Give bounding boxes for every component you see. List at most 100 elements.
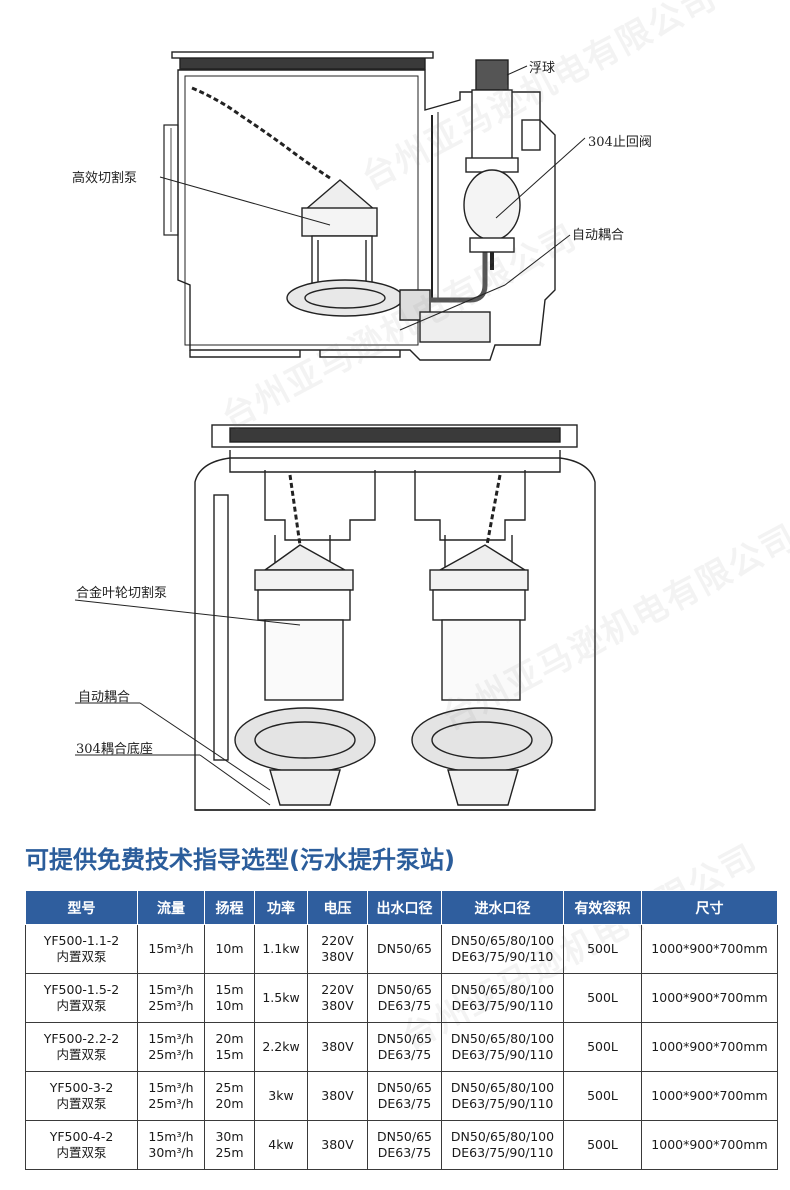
cell-outlet-line: DE63/75: [377, 1047, 432, 1062]
section-title: 可提供免费技术指导选型(污水提升泵站): [25, 846, 455, 874]
cell-flow-line: 25m³/h: [148, 1096, 194, 1111]
cell-inlet-line: DN50/65/80/100: [450, 982, 555, 997]
cell-model-line: 内置双泵: [56, 998, 107, 1013]
cell-flow-line: 15m³/h: [148, 1031, 194, 1046]
table-header-row: 型号 流量 扬程 功率 电压 出水口径 进水口径 有效容积 尺寸: [25, 890, 778, 925]
cell-voltage: 380V: [307, 1120, 368, 1170]
cutting-pump-label: 高效切割泵: [72, 171, 138, 186]
cell-outlet-line: DN50/65: [377, 1129, 432, 1144]
cell-power: 2.2kw: [254, 1022, 308, 1072]
cell-outlet: DN50/65: [367, 924, 442, 974]
cell-outlet-line: DE63/75: [377, 1145, 432, 1160]
header-voltage: 电压: [307, 890, 368, 925]
cell-head-line: 15m: [215, 1047, 244, 1062]
cell-inlet-line: DN50/65/80/100: [450, 1080, 555, 1095]
cell-head-line: 15m: [215, 982, 244, 997]
cell-outlet-line: DN50/65: [377, 941, 432, 956]
cell-size: 1000*900*700mm: [641, 1022, 778, 1072]
cell-flow: 15m³/h: [137, 924, 205, 974]
cell-voltage-line: 220V: [321, 933, 354, 948]
single-pump-station-drawing: [159, 51, 586, 361]
single-pump-station-diagram: 浮球 304止回阀 高效切割泵 自动耦合: [0, 0, 790, 410]
cell-outlet-line: DN50/65: [377, 1031, 432, 1046]
cell-volume: 500L: [563, 1120, 642, 1170]
cell-head-line: 25m: [215, 1080, 244, 1095]
header-flow: 流量: [137, 890, 205, 925]
cell-voltage-line: 380V: [321, 1088, 354, 1103]
cell-volume: 500L: [563, 1071, 642, 1121]
cell-head-line: 10m: [215, 998, 244, 1013]
cell-model-line: 内置双泵: [56, 949, 107, 964]
cell-size: 1000*900*700mm: [641, 1120, 778, 1170]
cell-size: 1000*900*700mm: [641, 973, 778, 1023]
cell-volume: 500L: [563, 1022, 642, 1072]
cell-head: 10m: [204, 924, 255, 974]
cell-outlet-line: DE63/75: [377, 998, 432, 1013]
cell-model-line: YF500-3-2: [49, 1080, 114, 1095]
cell-flow-line: 15m³/h: [148, 982, 194, 997]
cell-flow-line: 15m³/h: [148, 1129, 194, 1144]
cell-head-line: 20m: [215, 1031, 244, 1046]
cell-head-line: 20m: [215, 1096, 244, 1111]
cell-inlet-line: DE63/75/90/110: [451, 998, 554, 1013]
cell-model-line: YF500-2.2-2: [43, 1031, 120, 1046]
header-outlet: 出水口径: [367, 890, 442, 925]
cell-inlet-line: DE63/75/90/110: [451, 949, 554, 964]
cell-model-line: 内置双泵: [56, 1145, 107, 1160]
header-power: 功率: [254, 890, 308, 925]
header-head: 扬程: [204, 890, 255, 925]
cell-head-line: 10m: [215, 941, 244, 956]
auto-coupling-label-2: 自动耦合: [78, 690, 131, 705]
check-valve-label: 304止回阀: [588, 135, 652, 150]
cell-power: 3kw: [254, 1071, 308, 1121]
header-inlet: 进水口径: [441, 890, 564, 925]
cell-inlet-line: DN50/65/80/100: [450, 1031, 555, 1046]
cell-power: 4kw: [254, 1120, 308, 1170]
cell-power: 1.1kw: [254, 924, 308, 974]
cell-model-line: 内置双泵: [56, 1096, 107, 1111]
cell-volume: 500L: [563, 924, 642, 974]
cell-power: 1.5kw: [254, 973, 308, 1023]
cell-inlet-line: DE63/75/90/110: [451, 1047, 554, 1062]
cell-head-line: 25m: [215, 1145, 244, 1160]
cell-flow-line: 25m³/h: [148, 998, 194, 1013]
cell-model-line: YF500-1.5-2: [43, 982, 120, 997]
cell-outlet-line: DE63/75: [377, 1096, 432, 1111]
cell-model-line: 内置双泵: [56, 1047, 107, 1062]
cell-voltage: 380V: [307, 1022, 368, 1072]
header-model: 型号: [25, 890, 138, 925]
cell-inlet-line: DE63/75/90/110: [451, 1145, 554, 1160]
auto-coupling-label: 自动耦合: [572, 228, 625, 243]
cell-inlet-line: DN50/65/80/100: [450, 933, 555, 948]
cell-model-line: YF500-4-2: [49, 1129, 114, 1144]
cell-voltage-line: 380V: [321, 1137, 354, 1152]
cell-outlet-line: DN50/65: [377, 1080, 432, 1095]
header-volume: 有效容积: [563, 890, 642, 925]
cell-voltage-line: 380V: [321, 998, 354, 1013]
header-size: 尺寸: [641, 890, 778, 925]
alloy-impeller-pump-label: 合金叶轮切割泵: [76, 586, 168, 601]
